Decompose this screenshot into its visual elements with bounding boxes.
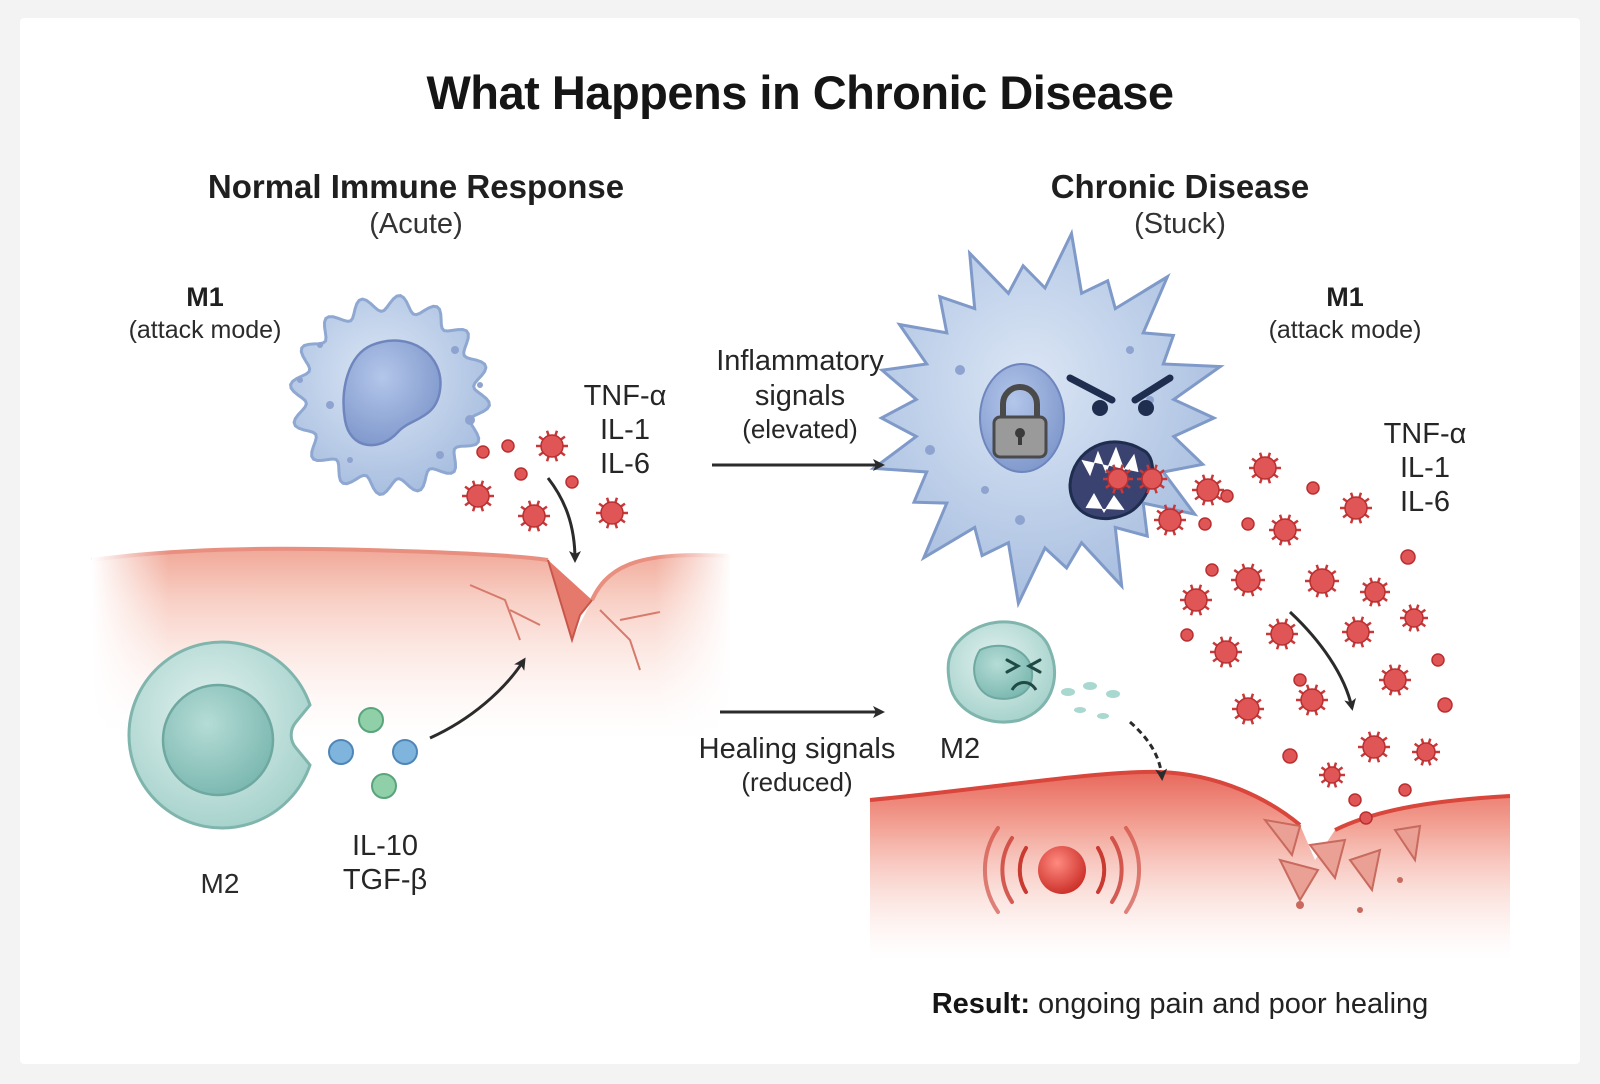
- result-text: ongoing pain and poor healing: [1030, 988, 1429, 1020]
- left-m1-mode: (attack mode): [128, 316, 282, 344]
- cytokine-dot: [1220, 489, 1234, 503]
- healing-cytokines-left: [328, 707, 418, 799]
- cytokine-dot: [1293, 673, 1307, 687]
- cytokine-dot: [1398, 783, 1412, 797]
- cytokine-particle: [1358, 731, 1390, 763]
- left-cytokine-tnf: TNF-α: [583, 380, 667, 412]
- inflammatory-line-1: Inflammatory: [716, 345, 884, 377]
- cytokine-dot: [476, 445, 490, 459]
- result-statement: Result: ongoing pain and poor healing: [880, 988, 1480, 1021]
- right-cytokine-list: TNF-α IL-1 IL-6: [1360, 418, 1490, 520]
- left-m2-label: M2: [200, 868, 240, 899]
- left-healing-cytokine-list: IL-10 TGF-β: [320, 830, 450, 898]
- cytokine-dot: [1205, 563, 1219, 577]
- cytokine-dot: [1437, 697, 1453, 713]
- right-m2-label: M2: [939, 733, 981, 765]
- inflammatory-line-3: (elevated): [742, 413, 858, 444]
- cytokine-dot: [565, 475, 579, 489]
- padlock-icon: [992, 384, 1048, 459]
- left-subheading: (Acute): [369, 208, 463, 240]
- cytokine-dot: [514, 467, 528, 481]
- m2-cell-acute: [127, 640, 312, 830]
- page-title: What Happens in Chronic Disease: [426, 66, 1174, 119]
- right-cytokine-il1: IL-1: [1400, 451, 1450, 484]
- cytokine-particle: [1210, 636, 1242, 668]
- cytokines-acute: [462, 430, 628, 532]
- cytokine-dot: [501, 439, 515, 453]
- cytokine-particle: [1232, 693, 1264, 725]
- healing-line-1: Healing signals: [698, 733, 896, 765]
- cytokine-particle: [1231, 563, 1265, 597]
- pain-signal-icon: [983, 826, 1141, 914]
- cytokine-particle: [1269, 514, 1301, 546]
- cytokine-particle: [1319, 762, 1345, 788]
- m1-cell-acute: [289, 294, 491, 496]
- m1-cell-chronic: [869, 228, 1225, 609]
- right-m1-label: M1: [1326, 282, 1364, 312]
- cytokines-chronic: [1103, 452, 1453, 825]
- right-cytokine-tnf: TNF-α: [1383, 418, 1467, 450]
- cytokine-particle: [536, 430, 568, 462]
- cytokine-particle: [1192, 474, 1224, 506]
- left-cytokine-tgfb: TGF-β: [342, 863, 428, 896]
- cytokine-particle: [1249, 452, 1281, 484]
- cytokine-arrow-right: [1288, 610, 1356, 711]
- cytokine-dot: [1359, 811, 1373, 825]
- cytokine-particle: [1103, 464, 1133, 494]
- right-m1-mode: (attack mode): [1268, 316, 1422, 344]
- healing-line-2: (reduced): [741, 766, 853, 797]
- cytokine-particle: [1137, 464, 1167, 494]
- cytokine-particle: [596, 497, 628, 529]
- left-m1-label: M1: [186, 282, 224, 312]
- cytokine-particle: [1379, 664, 1411, 696]
- cytokine-particle: [1266, 618, 1298, 650]
- inflammatory-signals-label: Inflammatory signals (elevated): [690, 344, 910, 445]
- right-subheading: (Stuck): [1134, 208, 1226, 240]
- inflammatory-line-2: signals: [754, 379, 846, 412]
- cytokine-particle: [1412, 738, 1440, 766]
- cytokine-dot: [1198, 517, 1212, 531]
- cytokine-dot: [1180, 628, 1194, 642]
- cytokine-particle: [1342, 616, 1374, 648]
- left-cytokine-il1: IL-1: [600, 413, 650, 446]
- cytokine-dot: [1306, 481, 1320, 495]
- cytokine-dot: [1348, 793, 1362, 807]
- right-cytokine-il6: IL-6: [1400, 485, 1450, 518]
- cytokine-particle: [1340, 492, 1372, 524]
- left-cytokine-list: TNF-α IL-1 IL-6: [560, 380, 690, 482]
- left-cytokine-il10: IL-10: [351, 830, 419, 862]
- cytokine-particle: [1400, 604, 1428, 632]
- cytokine-particle: [518, 500, 550, 532]
- cytokine-particle: [1154, 504, 1186, 536]
- right-heading: Chronic Disease: [1050, 168, 1310, 205]
- cytokine-dot: [1241, 517, 1255, 531]
- healing-arrow-right: [1129, 720, 1168, 781]
- inflamed-tissue-right: [869, 769, 1511, 960]
- left-heading: Normal Immune Response: [207, 168, 625, 205]
- cytokine-particle: [1180, 584, 1212, 616]
- cytokine-arrow-left: [546, 477, 581, 563]
- left-cytokine-il6: IL-6: [600, 447, 650, 480]
- result-label: Result:: [931, 988, 1030, 1020]
- cytokine-particle: [1296, 684, 1328, 716]
- cytokine-dot: [1431, 653, 1445, 667]
- cytokine-dot: [1282, 748, 1298, 764]
- cytokine-particle: [1305, 564, 1339, 598]
- cytokine-particle: [462, 480, 494, 512]
- healing-signals-label: Healing signals (reduced): [672, 732, 922, 798]
- m2-cell-chronic: [946, 620, 1120, 724]
- cytokine-dot: [1400, 549, 1416, 565]
- distressed-face-icon: [1005, 658, 1042, 691]
- healing-arrow-left: [429, 657, 526, 740]
- cytokine-particle: [1360, 577, 1390, 607]
